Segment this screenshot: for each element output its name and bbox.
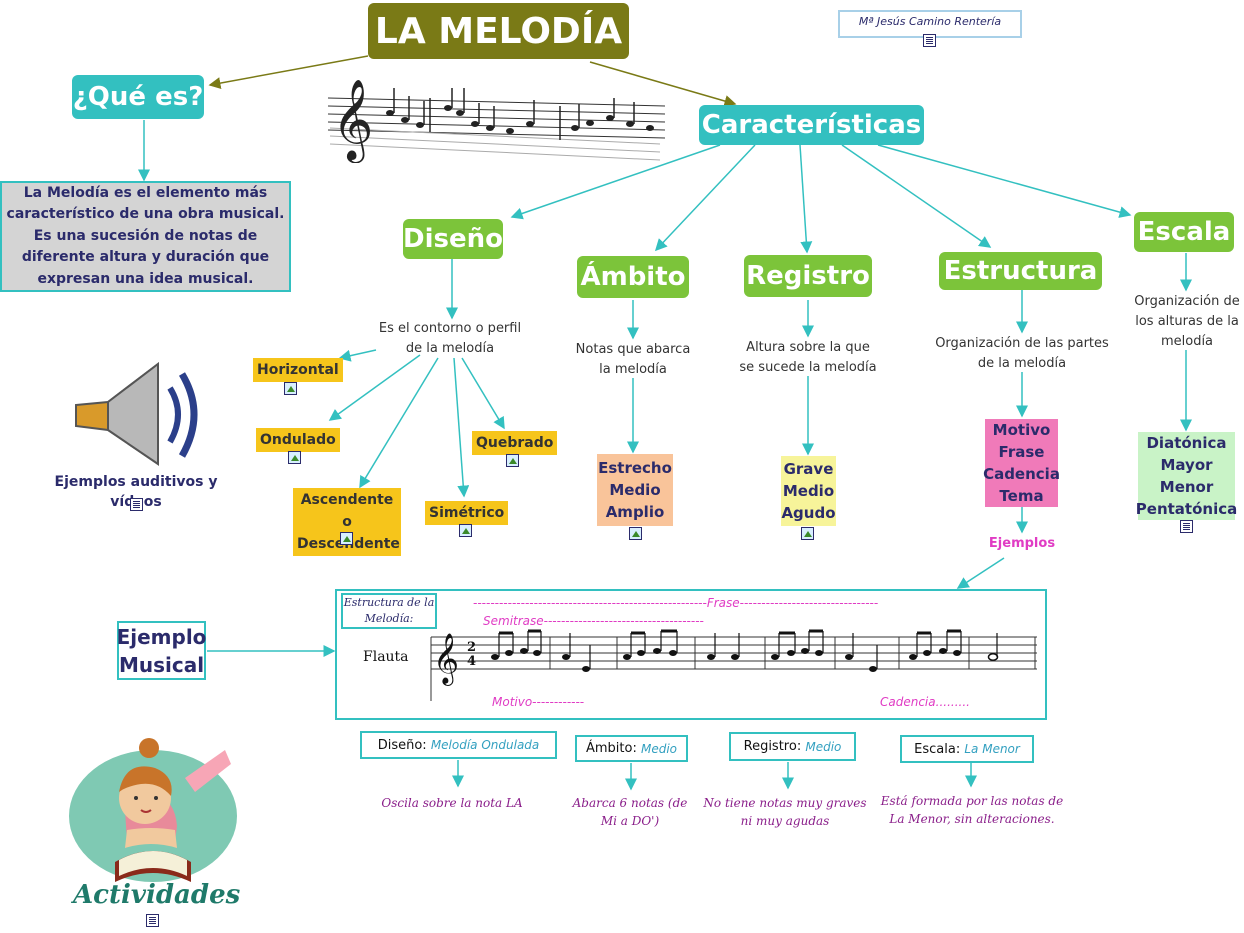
girl-reading-illustration[interactable] (65, 730, 245, 890)
ejemplos-label[interactable]: Ejemplos (988, 536, 1056, 551)
semifrase-label: Semitrase-------------------------------… (483, 614, 704, 628)
analysis-diseno: Diseño: Melodía Ondulada (360, 731, 557, 759)
image-icon[interactable] (506, 454, 519, 467)
que-es-node[interactable]: ¿Qué es? (72, 75, 204, 119)
cadencia-label: Cadencia......... (880, 695, 970, 709)
image-icon[interactable] (459, 524, 472, 537)
ejemplo-musical-label: Ejemplo Musical (116, 624, 207, 677)
horizontal-label[interactable]: Horizontal (253, 358, 343, 382)
analysis-registro-val: Medio (805, 739, 842, 754)
analysis-ambito: Ámbito: Medio (575, 735, 688, 762)
analysis-diseno-val: Melodía Ondulada (430, 738, 540, 752)
svg-text:𝄞: 𝄞 (332, 78, 373, 163)
ambito-items: Estrecho Medio Amplio (597, 454, 673, 526)
score-box: Estructura de la Melodía: --------------… (335, 589, 1047, 720)
escala-items-text: Diatónica Mayor Menor Pentatónica (1135, 434, 1238, 518)
image-icon[interactable] (801, 527, 814, 540)
instrument-label: Flauta (363, 649, 409, 665)
ondulado-label[interactable]: Ondulado (256, 428, 340, 452)
analysis-escala-key: Escala: (914, 741, 961, 757)
main-title: LA MELODÍA (368, 3, 629, 59)
estructura-desc: Organización de las partes de la melodía (935, 336, 1109, 371)
analysis-ambito-val: Medio (640, 741, 678, 756)
analysis-registro: Registro: Medio (729, 732, 856, 761)
registro-items: Grave Medio Agudo (781, 456, 836, 526)
actividades-label[interactable]: Actividades (73, 880, 241, 910)
ascendente-label[interactable]: Ascendente o Descendente (293, 488, 401, 556)
estructura-items: Motivo Frase Cadencia Tema (983, 419, 1060, 507)
author-name: Mª Jesús Camino Rentería (858, 15, 1002, 28)
estructura-items-text: Motivo Frase Cadencia Tema (983, 421, 1060, 505)
svg-text:4: 4 (467, 654, 476, 669)
ambito-items-text: Estrecho Medio Amplio (598, 459, 672, 521)
document-icon[interactable] (146, 914, 159, 927)
diseno-desc: Es el contorno o perfil de la melodía (378, 321, 522, 356)
simetrico-label[interactable]: Simétrico (425, 501, 509, 525)
registro-items-text: Grave Medio Agudo (781, 460, 836, 522)
diseno-node[interactable]: Diseño (403, 219, 503, 259)
image-icon[interactable] (340, 532, 353, 545)
analysis-diseno-key: Diseño: (377, 737, 427, 753)
registro-node[interactable]: Registro (744, 255, 872, 297)
document-icon[interactable] (923, 34, 936, 47)
definition-box: La Melodía es el elemento más caracterís… (0, 181, 291, 292)
motivo-label: Motivo------------ (492, 695, 585, 709)
svg-text:𝄞: 𝄞 (433, 633, 459, 686)
quebrado-label[interactable]: Quebrado (472, 431, 558, 455)
analysis-ambito-note: Abarca 6 notas (de Mi a DO') (572, 796, 688, 828)
analysis-registro-note: No tiene notas muy graves ni muy agudas (703, 796, 867, 828)
estructura-node[interactable]: Estructura (939, 252, 1102, 290)
analysis-escala: Escala: La Menor (900, 735, 1034, 763)
image-icon[interactable] (284, 382, 297, 395)
document-icon[interactable] (130, 498, 143, 511)
music-staff-image: 𝄞 (327, 78, 666, 163)
analysis-registro-key: Registro: (743, 739, 802, 754)
escala-desc: Organización de los alturas de la melodí… (1134, 294, 1240, 349)
score-staff: 𝄞 2 4 (430, 629, 1037, 701)
image-icon[interactable] (288, 451, 301, 464)
analysis-ambito-key: Ámbito: (585, 741, 637, 756)
ambito-desc: Notas que abarca la melodía (575, 342, 691, 377)
image-icon[interactable] (629, 527, 642, 540)
svg-text:2: 2 (467, 640, 476, 655)
analysis-diseno-note: Oscila sobre la nota LA (381, 796, 523, 810)
analysis-escala-val: La Menor (964, 742, 1020, 756)
document-icon[interactable] (1180, 520, 1193, 533)
definition-text: La Melodía es el elemento más caracterís… (6, 184, 285, 287)
ejemplo-musical-node[interactable]: Ejemplo Musical (117, 621, 206, 680)
speaker-icon[interactable] (70, 360, 205, 470)
frase-label: ----------------------------------------… (473, 596, 879, 610)
structure-label: Estructura de la Melodía: (341, 593, 437, 629)
escala-items: Diatónica Mayor Menor Pentatónica (1135, 432, 1238, 520)
ambito-node[interactable]: Ámbito (577, 256, 689, 298)
structure-label-text: Estructura de la Melodía: (343, 596, 435, 625)
caracteristicas-node[interactable]: Características (699, 105, 924, 145)
escala-node[interactable]: Escala (1134, 212, 1234, 252)
analysis-escala-note: Está formada por las notas de La Menor, … (880, 794, 1064, 826)
registro-desc: Altura sobre la que se sucede la melodía (739, 340, 877, 375)
